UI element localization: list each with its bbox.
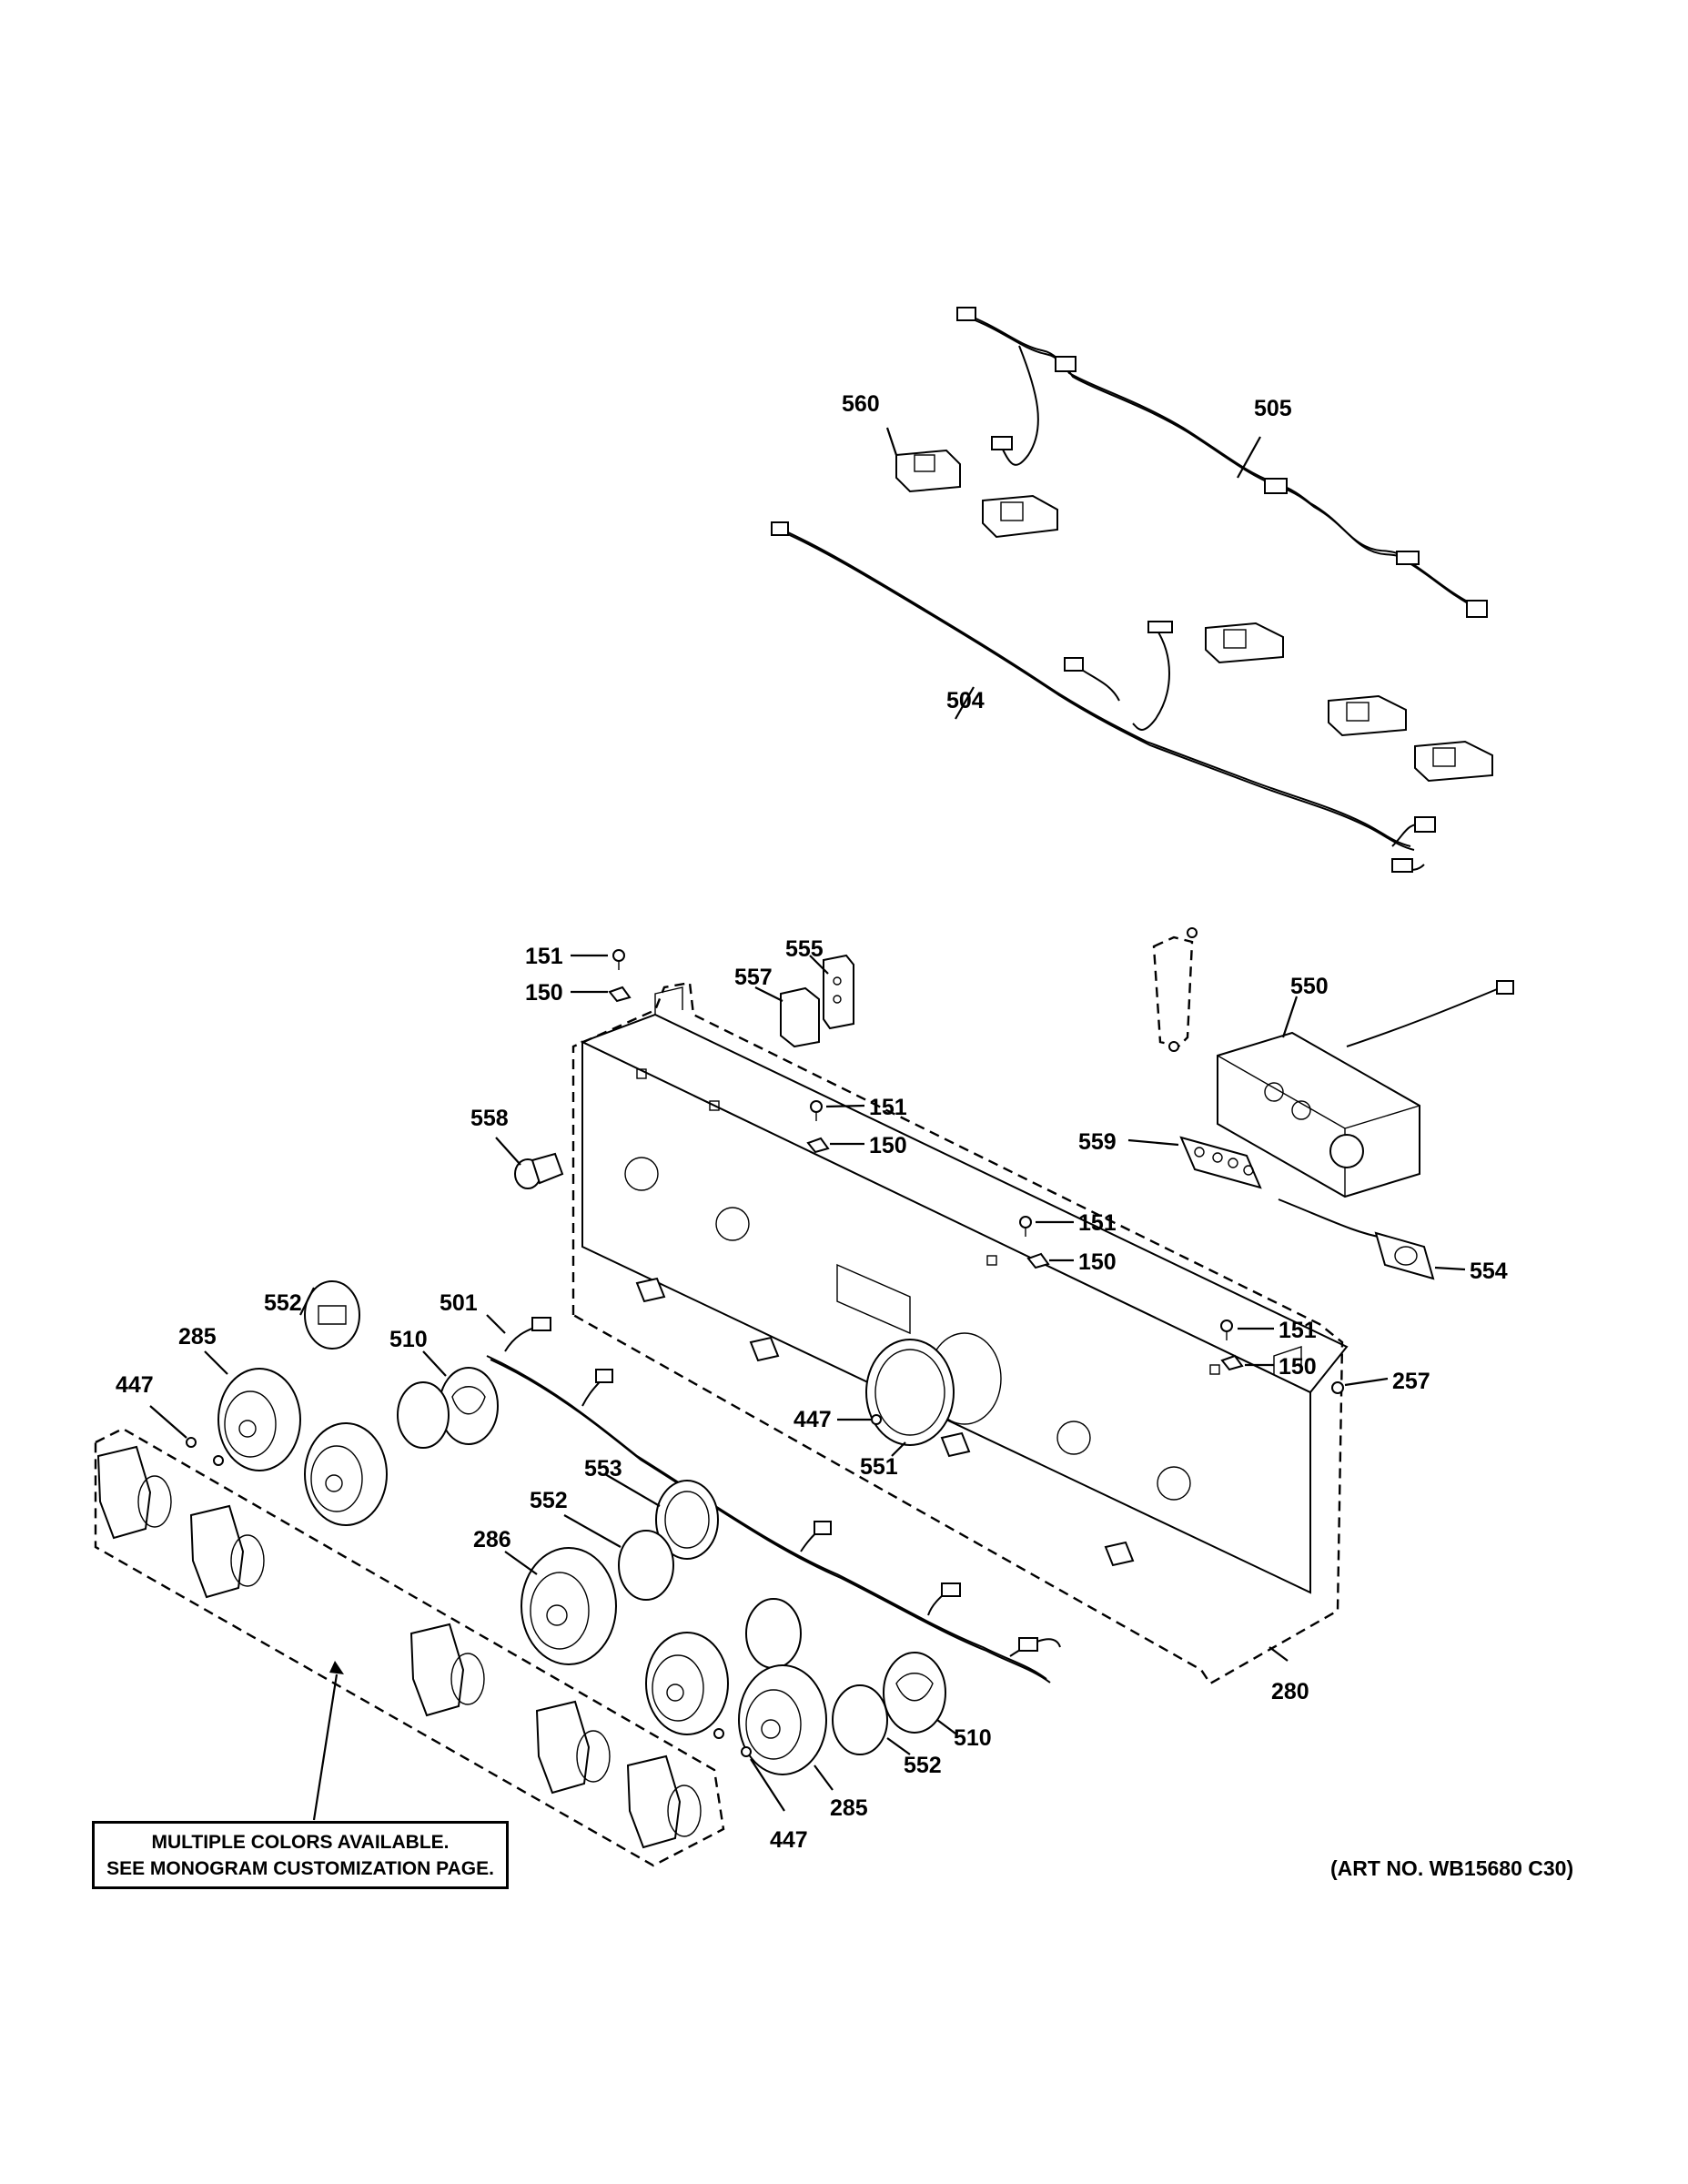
label-447-c: 447: [770, 1827, 808, 1853]
part-558: [514, 1152, 564, 1189]
gasket-552-c: [832, 1684, 888, 1755]
label-552-b: 552: [530, 1488, 568, 1513]
label-447-b: 447: [793, 1407, 832, 1432]
label-559: 559: [1078, 1129, 1117, 1155]
gasket-552-mid: [745, 1598, 802, 1669]
label-505: 505: [1254, 396, 1292, 421]
screw-151-d: [1220, 1320, 1233, 1340]
gasket-552-b: [618, 1530, 674, 1601]
screw-447-c2: [741, 1746, 752, 1757]
label-150-d: 150: [1279, 1354, 1317, 1380]
label-285-a: 285: [178, 1324, 217, 1350]
gasket-552-extra: [397, 1381, 450, 1449]
seal-510-b: [883, 1652, 946, 1734]
relay-560-b: [982, 494, 1058, 539]
label-151-b: 151: [869, 1095, 907, 1120]
knob-3: [409, 1623, 485, 1717]
color-notice-box: MULTIPLE COLORS AVAILABLE. SEE MONOGRAM …: [92, 1821, 509, 1889]
screw-151-c: [1019, 1216, 1032, 1237]
knob-2: [189, 1504, 265, 1599]
knob-base-285-b: [738, 1664, 827, 1775]
leader-lines: [149, 427, 1466, 1812]
label-501: 501: [440, 1290, 478, 1316]
knob-base-286: [521, 1547, 617, 1665]
part-554: [1278, 1198, 1435, 1280]
screw-447-c: [713, 1728, 724, 1739]
relay-504-a: [1205, 622, 1284, 664]
bracket-outline: [1152, 935, 1194, 1048]
clip-150-b: [806, 1137, 830, 1154]
bezel-551: [865, 1339, 955, 1446]
knob-base-285-mid: [645, 1632, 729, 1735]
control-panel-280: [580, 986, 1349, 1594]
gasket-552-a: [304, 1280, 360, 1350]
label-150-c: 150: [1078, 1249, 1117, 1275]
knob-group-outline: [94, 1427, 725, 1867]
relay-504-c: [1414, 740, 1493, 783]
notice-line-2: SEE MONOGRAM CUSTOMIZATION PAGE.: [106, 1857, 494, 1879]
screw-447-a2: [213, 1455, 224, 1466]
panel-assembly-outline: [571, 981, 1344, 1685]
label-551: 551: [860, 1454, 898, 1480]
label-560: 560: [842, 391, 880, 417]
clip-150-a: [608, 986, 632, 1003]
relay-504-b: [1328, 694, 1407, 737]
notice-pointer: [312, 1673, 339, 1821]
ring-553: [655, 1480, 719, 1560]
screw-447-a: [186, 1437, 197, 1448]
notice-pointer-arrow: [329, 1661, 344, 1674]
art-number: (ART NO. WB15680 C30): [1330, 1856, 1574, 1880]
label-552-a: 552: [264, 1290, 302, 1316]
label-151-a: 151: [525, 944, 563, 969]
label-510-a: 510: [389, 1327, 428, 1352]
label-504: 504: [946, 688, 985, 713]
label-280: 280: [1271, 1679, 1309, 1704]
screw-bracket-top: [1187, 927, 1198, 938]
label-150-b: 150: [869, 1133, 907, 1158]
part-557: [780, 986, 820, 1048]
wire-harness-501: [486, 1317, 1061, 1684]
label-558: 558: [470, 1106, 509, 1131]
screw-151-b: [810, 1100, 823, 1121]
knob-4: [535, 1700, 611, 1795]
clip-150-c: [1026, 1252, 1050, 1269]
screw-447-b: [871, 1414, 882, 1425]
label-550: 550: [1290, 974, 1329, 999]
label-555: 555: [785, 936, 824, 962]
label-510-b: 510: [954, 1725, 992, 1751]
label-151-c: 151: [1078, 1210, 1117, 1236]
screw-151-a: [612, 949, 625, 970]
screw-bracket-bottom: [1168, 1041, 1179, 1052]
knob-base-285-extra: [304, 1422, 388, 1526]
label-285-b: 285: [830, 1795, 868, 1821]
part-555: [823, 954, 854, 1030]
callout-labels: 560 505 504 151 150 557 555 151 150 558 …: [116, 391, 1508, 1853]
label-151-d: 151: [1279, 1318, 1317, 1343]
wire-harness-504: [771, 521, 1436, 873]
knob-1: [96, 1445, 172, 1540]
knob-5: [626, 1754, 702, 1849]
label-447-a: 447: [116, 1372, 154, 1398]
wire-harness-505: [956, 307, 1488, 618]
label-557: 557: [734, 965, 773, 990]
label-554: 554: [1470, 1259, 1508, 1284]
knob-base-285-a: [217, 1368, 301, 1471]
label-150-a: 150: [525, 980, 563, 1006]
label-552-c: 552: [904, 1753, 942, 1778]
notice-line-1: MULTIPLE COLORS AVAILABLE.: [151, 1831, 450, 1853]
part-559: [1179, 1136, 1262, 1189]
screw-257: [1331, 1381, 1344, 1394]
label-257: 257: [1392, 1369, 1430, 1394]
control-module-550: [1217, 980, 1514, 1198]
relay-560-a: [895, 449, 961, 493]
label-286: 286: [473, 1527, 511, 1552]
label-553: 553: [584, 1456, 622, 1481]
clip-150-d: [1220, 1354, 1244, 1371]
